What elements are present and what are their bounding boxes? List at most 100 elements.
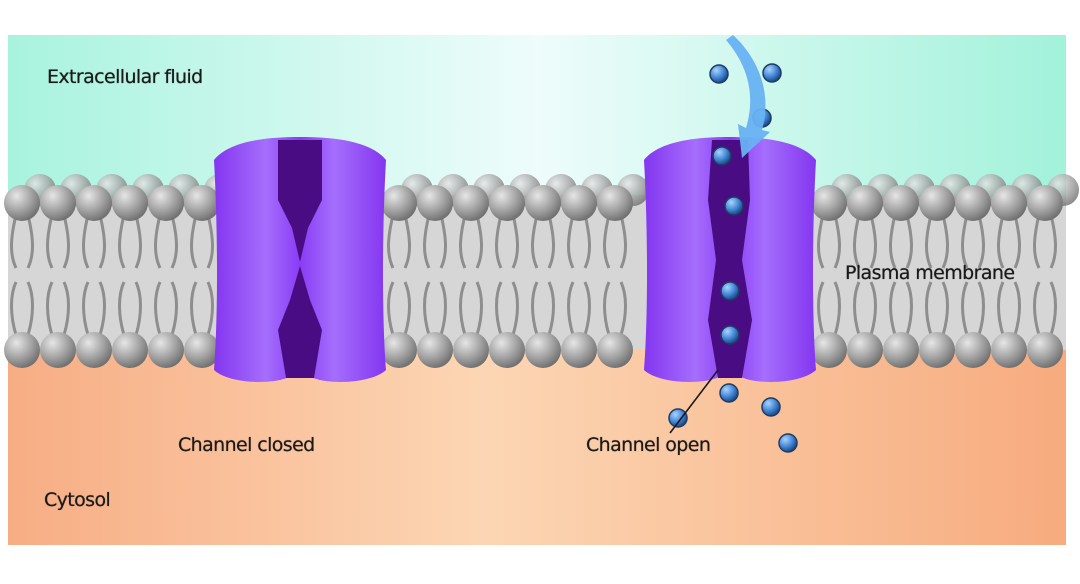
lipid-head [112,332,148,368]
lipid-tail [853,214,861,269]
lipid-head [381,185,417,221]
ion [712,146,732,166]
lipid-head [4,185,40,221]
lipid-tail [118,214,126,269]
lipid-head [76,332,112,368]
lipid-head [919,332,955,368]
lipid-tail [583,214,591,269]
lipid-head [40,185,76,221]
lipid-heads [4,174,1079,368]
lipid-tail [475,281,483,336]
lipid-tail [134,214,142,269]
label-cytosol: Cytosol [44,489,111,511]
lipid-tail [547,281,555,336]
label-channel-open: Channel open [586,434,711,456]
lipid-head [883,185,919,221]
lipid-tail [98,214,106,269]
lipid-head [1027,185,1063,221]
lipid-tail [833,214,841,269]
ion [720,325,740,345]
lipid-tail [853,281,861,336]
lipid-tail [941,214,949,269]
lipid-tail [170,281,178,336]
lipid-head [597,185,633,221]
lipid-tail [1049,281,1057,336]
lipid-tail [925,281,933,336]
channel-closed-pore-bottom [278,266,322,378]
lipid-head [597,332,633,368]
ion-flow-arrow [726,35,770,158]
lipid-head [991,185,1027,221]
lipid-head [417,332,453,368]
ion [761,397,781,417]
ion [778,433,798,453]
lipid-tail [889,214,897,269]
lipid-tail [403,214,411,269]
lipid-tail [603,281,611,336]
lipid-tail [403,281,411,336]
lipid-tail [1049,214,1057,269]
lipid-tail [10,281,18,336]
lipid-head [148,185,184,221]
lipid-tail [869,214,877,269]
lipid-tail [583,281,591,336]
label-plasma-membrane: Plasma membrane [845,262,1015,284]
lipid-tail [423,214,431,269]
lipid-tail [531,281,539,336]
lipid-tail [817,214,825,269]
lipid-tail [206,281,214,336]
lipid-tail [531,214,539,269]
lipid-head [811,185,847,221]
lipid-head [1027,332,1063,368]
lipid-tail [1033,214,1041,269]
lipid-tail [997,214,1005,269]
lipid-tail [26,214,34,269]
lipid-tail [977,214,985,269]
lipid-tail [62,281,70,336]
ion [762,63,782,83]
lipid-head [955,332,991,368]
lipid-tail [459,214,467,269]
lipid-head [112,185,148,221]
lipid-head [4,332,40,368]
lipid-tail [10,214,18,269]
lipid-tail [439,214,447,269]
lipid-head [847,332,883,368]
lipid-head [148,332,184,368]
lipid-tail [547,214,555,269]
lipid-tail [190,214,198,269]
lipid-tail [905,214,913,269]
lipid-tail [423,281,431,336]
lipid-head [811,332,847,368]
label-channel-closed: Channel closed [178,434,315,456]
lipid-tail [511,214,519,269]
lipid-tail [889,281,897,336]
lipid-tail [495,214,503,269]
lipid-tail [190,281,198,336]
lipid-tails [10,214,1057,336]
lipid-tail [206,214,214,269]
extracellular-region [8,35,1066,195]
lipid-tail [46,281,54,336]
lipid-tail [603,214,611,269]
lipid-head [453,332,489,368]
channel-closed-pore-top [278,140,322,262]
lipid-tail [567,281,575,336]
lipid-tail [941,281,949,336]
lipid-head [184,332,220,368]
lipid-tail [134,281,142,336]
lipid-tail [925,214,933,269]
lipid-tail [1013,214,1021,269]
lipid-tail [387,214,395,269]
lipid-tail [1013,281,1021,336]
lipid-head [991,332,1027,368]
lipid-tail [387,281,395,336]
lipid-head [525,332,561,368]
lipid-head [184,185,220,221]
lipid-tail [495,281,503,336]
lipid-tail [459,281,467,336]
lipid-head [489,185,525,221]
channel-open-leader-line [669,369,719,434]
lipid-tail [961,281,969,336]
